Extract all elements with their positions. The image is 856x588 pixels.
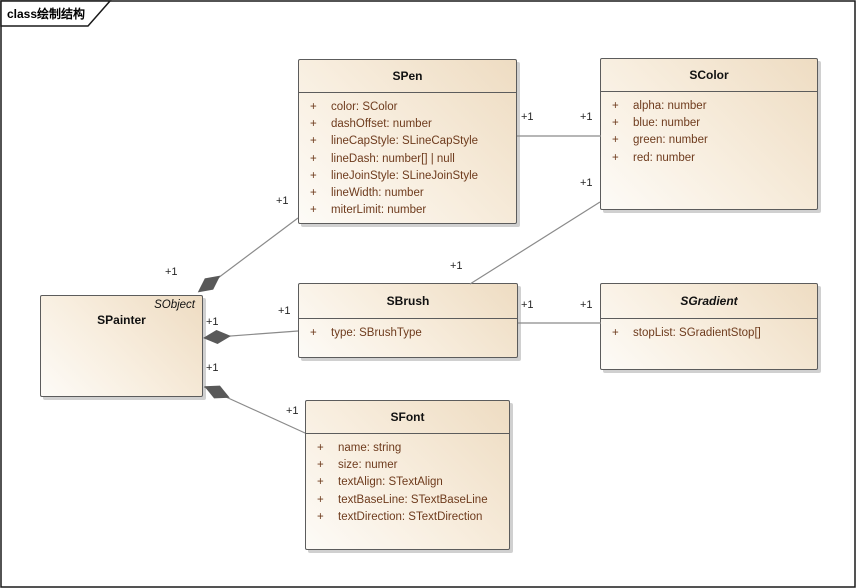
attribute-row[interactable]: + lineWidth: number bbox=[299, 184, 516, 201]
class-name-sfont: SFont bbox=[306, 401, 509, 434]
visibility-marker: + bbox=[310, 117, 317, 130]
visibility-marker: + bbox=[310, 187, 317, 200]
attribute-row[interactable]: + type: SBrushType bbox=[299, 324, 517, 341]
visibility-marker: + bbox=[317, 493, 324, 506]
multiplicity-label: +1 bbox=[286, 405, 299, 417]
visibility-marker: + bbox=[317, 441, 324, 454]
attribute-row[interactable]: + color: SColor bbox=[299, 98, 516, 115]
multiplicity-label: +1 bbox=[206, 362, 219, 374]
class-name-spen: SPen bbox=[299, 60, 516, 93]
class-name-sgradient: SGradient bbox=[601, 284, 817, 319]
attribute-row[interactable]: + red: number bbox=[601, 149, 817, 166]
visibility-marker: + bbox=[310, 100, 317, 113]
attribute-text: green: number bbox=[633, 134, 708, 147]
attribute-compartment: + stopList: SGradientStop[] bbox=[601, 319, 817, 341]
frame-tab-label: class绘制结构 bbox=[7, 7, 86, 21]
visibility-marker: + bbox=[310, 169, 317, 182]
attribute-row[interactable]: + size: numer bbox=[306, 456, 509, 473]
multiplicity-label: +1 bbox=[580, 299, 593, 311]
attribute-row[interactable]: + miterLimit: number bbox=[299, 202, 516, 219]
multiplicity-label: +1 bbox=[206, 316, 219, 328]
attribute-row[interactable]: + textDirection: STextDirection bbox=[306, 508, 509, 525]
attribute-row[interactable]: + lineCapStyle: SLineCapStyle bbox=[299, 133, 516, 150]
attribute-compartment: + alpha: number + blue: number + green: num… bbox=[601, 92, 817, 166]
class-box-sbrush[interactable]: SBrush + type: SBrushType bbox=[298, 283, 518, 358]
visibility-marker: + bbox=[317, 458, 324, 471]
composition-diamond-painter-font[interactable] bbox=[201, 380, 232, 404]
multiplicity-label: +1 bbox=[278, 305, 291, 317]
multiplicity-label: +1 bbox=[580, 111, 593, 123]
attribute-text: red: number bbox=[633, 151, 696, 164]
attribute-compartment: + type: SBrushType bbox=[299, 319, 517, 341]
attribute-text: size: numer bbox=[338, 458, 398, 471]
visibility-marker: + bbox=[310, 204, 317, 217]
attribute-row[interactable]: + lineDash: number[] | null bbox=[299, 150, 516, 167]
connector-line-painter-brush[interactable] bbox=[203, 330, 299, 339]
composition-diamond-painter-brush[interactable] bbox=[203, 329, 232, 345]
visibility-marker: + bbox=[612, 151, 619, 164]
multiplicity-label: +1 bbox=[580, 177, 593, 189]
multiplicity-label: +1 bbox=[276, 195, 289, 207]
visibility-marker: + bbox=[310, 152, 317, 165]
attribute-compartment: + name: string + size: numer + textAlign: S… bbox=[306, 434, 509, 525]
attribute-text: lineWidth: number bbox=[331, 187, 424, 200]
multiplicity-label: +1 bbox=[521, 111, 534, 123]
attribute-text: color: SColor bbox=[331, 100, 398, 113]
attribute-text: miterLimit: number bbox=[331, 204, 427, 217]
attribute-compartment: + color: SColor + dashOffset: number + line… bbox=[299, 93, 516, 219]
attribute-row[interactable]: + alpha: number bbox=[601, 97, 817, 114]
attribute-row[interactable]: + textAlign: STextAlign bbox=[306, 474, 509, 491]
attribute-text: blue: number bbox=[633, 116, 701, 129]
attribute-row[interactable]: + green: number bbox=[601, 132, 817, 149]
multiplicity-label: +1 bbox=[521, 299, 534, 311]
attribute-row[interactable]: + stopList: SGradientStop[] bbox=[601, 324, 817, 341]
attribute-text: textBaseLine: STextBaseLine bbox=[338, 493, 488, 506]
visibility-marker: + bbox=[612, 116, 619, 129]
parent-class-label: SObject bbox=[154, 299, 195, 311]
attribute-text: dashOffset: number bbox=[331, 117, 432, 130]
attribute-row[interactable]: + name: string bbox=[306, 439, 509, 456]
visibility-marker: + bbox=[310, 326, 317, 339]
class-box-spainter[interactable]: SObject SPainter bbox=[40, 295, 203, 397]
attribute-text: type: SBrushType bbox=[331, 326, 422, 339]
visibility-marker: + bbox=[317, 510, 324, 523]
attribute-text: stopList: SGradientStop[] bbox=[633, 326, 761, 339]
class-name-sbrush: SBrush bbox=[299, 284, 517, 319]
visibility-marker: + bbox=[612, 134, 619, 147]
attribute-text: textAlign: STextAlign bbox=[338, 476, 443, 489]
connector-line-painter-pen[interactable] bbox=[201, 217, 299, 291]
visibility-marker: + bbox=[310, 135, 317, 148]
attribute-text: lineDash: number[] | null bbox=[331, 152, 455, 165]
attribute-text: lineCapStyle: SLineCapStyle bbox=[331, 135, 479, 148]
multiplicity-label: +1 bbox=[165, 266, 178, 278]
attribute-text: textDirection: STextDirection bbox=[338, 510, 483, 523]
attribute-row[interactable]: + lineJoinStyle: SLineJoinStyle bbox=[299, 167, 516, 184]
class-name-spainter: SPainter bbox=[97, 313, 146, 327]
visibility-marker: + bbox=[612, 326, 619, 339]
attribute-row[interactable]: + dashOffset: number bbox=[299, 115, 516, 132]
attribute-text: lineJoinStyle: SLineJoinStyle bbox=[331, 169, 479, 182]
visibility-marker: + bbox=[317, 476, 324, 489]
multiplicity-label: +1 bbox=[450, 260, 463, 272]
attribute-row[interactable]: + textBaseLine: STextBaseLine bbox=[306, 491, 509, 508]
class-box-scolor[interactable]: SColor + alpha: number + blue: number + gre… bbox=[600, 58, 818, 210]
class-box-spen[interactable]: SPen + color: SColor + dashOffset: number … bbox=[298, 59, 517, 224]
class-box-sgradient[interactable]: SGradient + stopList: SGradientStop[] bbox=[600, 283, 818, 370]
class-name-scolor: SColor bbox=[601, 59, 817, 92]
attribute-row[interactable]: + blue: number bbox=[601, 114, 817, 131]
visibility-marker: + bbox=[612, 99, 619, 112]
attribute-text: name: string bbox=[338, 441, 402, 454]
class-box-sfont[interactable]: SFont + name: string + size: numer + textAl… bbox=[305, 400, 510, 550]
composition-diamond-painter-pen[interactable] bbox=[194, 270, 225, 298]
attribute-text: alpha: number bbox=[633, 99, 707, 112]
